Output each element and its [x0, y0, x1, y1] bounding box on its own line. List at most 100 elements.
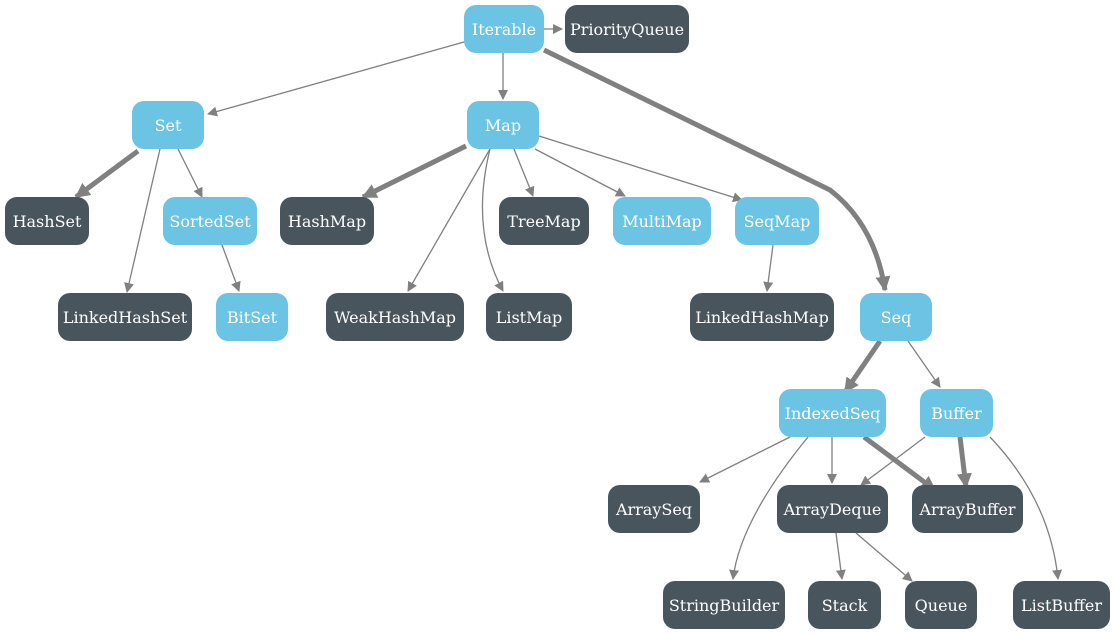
node-box-stack: [808, 581, 881, 629]
edges-layer: [74, 24, 1063, 582]
node-box-priorityqueue: [565, 5, 689, 53]
node-arraybuffer: ArrayBuffer: [912, 485, 1023, 533]
node-box-sortedset: [163, 197, 257, 245]
node-linkedhashmap: LinkedHashMap: [690, 293, 834, 341]
node-label-hashset: HashSet: [13, 212, 82, 231]
edge-iterable-to-seq: [542, 47, 891, 292]
node-hashset: HashSet: [5, 197, 89, 245]
edge-map-to-hashmap: [361, 143, 468, 200]
node-priorityqueue: PriorityQueue: [565, 5, 689, 53]
edge-arraydeque-to-queue: [855, 532, 913, 582]
edge-indexedseq-to-arrayseq: [699, 436, 791, 483]
node-label-weakhashmap: WeakHashMap: [334, 308, 456, 327]
node-seqmap: SeqMap: [735, 197, 819, 245]
node-arrayseq: ArraySeq: [608, 485, 700, 533]
node-box-arrayseq: [608, 485, 700, 533]
node-label-iterable: Iterable: [472, 20, 536, 39]
edge-indexedseq-to-arraybuffer: [862, 434, 937, 493]
edge-map-to-seqmap: [538, 135, 743, 203]
node-treemap: TreeMap: [499, 197, 589, 245]
node-box-listbuffer: [1013, 581, 1110, 629]
node-label-arraydeque: ArrayDeque: [783, 500, 882, 519]
node-stringbuilder: StringBuilder: [663, 581, 785, 629]
node-box-iterable: [464, 5, 544, 53]
edge-indexedseq-to-stringbuilder: [729, 436, 809, 580]
node-label-listmap: ListMap: [496, 308, 563, 327]
edge-seqmap-to-linkedhashmap: [763, 244, 774, 292]
node-box-seq: [860, 293, 932, 341]
edge-sortedset-to-bitset: [221, 244, 241, 292]
edge-set-to-sortedset: [177, 148, 203, 198]
node-box-treemap: [499, 197, 589, 245]
edge-iterable-to-set: [207, 41, 465, 117]
node-label-stringbuilder: StringBuilder: [669, 596, 780, 615]
node-box-stringbuilder: [663, 581, 785, 629]
node-box-set: [132, 101, 204, 149]
edge-buffer-to-listbuffer: [989, 436, 1063, 580]
node-label-listbuffer: ListBuffer: [1021, 596, 1102, 615]
node-multimap: MultiMap: [613, 197, 711, 245]
node-label-arrayseq: ArraySeq: [615, 500, 692, 519]
node-set: Set: [132, 101, 204, 149]
edge-buffer-to-arraybuffer: [956, 436, 972, 489]
node-label-map: Map: [485, 116, 521, 135]
edge-map-to-weakhashmap: [407, 148, 491, 292]
node-box-hashset: [5, 197, 89, 245]
node-label-indexedseq: IndexedSeq: [785, 404, 881, 423]
node-label-multimap: MultiMap: [622, 212, 702, 231]
edge-set-to-linkedhashset: [124, 148, 161, 293]
node-map: Map: [467, 101, 539, 149]
node-label-seqmap: SeqMap: [744, 212, 811, 231]
node-box-weakhashmap: [326, 293, 464, 341]
node-box-multimap: [613, 197, 711, 245]
node-stack: Stack: [808, 581, 881, 629]
node-hashmap: HashMap: [280, 197, 374, 245]
node-label-linkedhashmap: LinkedHashMap: [695, 308, 829, 327]
node-box-bitset: [216, 293, 288, 341]
edge-buffer-to-arraydeque: [860, 436, 926, 486]
edge-arraydeque-to-stack: [835, 532, 846, 580]
node-box-seqmap: [735, 197, 819, 245]
node-seq: Seq: [860, 293, 932, 341]
node-label-treemap: TreeMap: [507, 212, 580, 231]
edge-set-to-hashset: [74, 148, 140, 200]
node-label-set: Set: [155, 116, 182, 135]
node-box-listmap: [486, 293, 572, 341]
node-listbuffer: ListBuffer: [1013, 581, 1110, 629]
node-sortedset: SortedSet: [163, 197, 257, 245]
node-label-stack: Stack: [822, 596, 868, 615]
edge-seq-to-buffer: [907, 340, 941, 388]
node-weakhashmap: WeakHashMap: [326, 293, 464, 341]
node-indexedseq: IndexedSeq: [779, 389, 886, 437]
node-iterable: Iterable: [464, 5, 544, 53]
node-arraydeque: ArrayDeque: [777, 485, 888, 533]
node-box-arraydeque: [777, 485, 888, 533]
node-box-buffer: [920, 389, 993, 437]
edge-seq-to-indexedseq: [842, 339, 883, 394]
node-box-linkedhashmap: [690, 293, 834, 341]
node-label-priorityqueue: PriorityQueue: [570, 20, 684, 39]
node-linkedhashset: LinkedHashSet: [58, 293, 192, 341]
node-label-seq: Seq: [881, 308, 912, 327]
node-buffer: Buffer: [920, 389, 993, 437]
node-label-bitset: BitSet: [227, 308, 278, 327]
node-label-linkedhashset: LinkedHashSet: [63, 308, 188, 327]
edge-map-to-listmap: [481, 148, 504, 292]
node-box-hashmap: [280, 197, 374, 245]
node-label-hashmap: HashMap: [288, 212, 366, 231]
edge-map-to-treemap: [513, 148, 535, 197]
node-box-map: [467, 101, 539, 149]
node-box-arraybuffer: [912, 485, 1023, 533]
node-listmap: ListMap: [486, 293, 572, 341]
node-label-arraybuffer: ArrayBuffer: [919, 500, 1016, 519]
edge-map-to-multimap: [534, 148, 626, 197]
node-queue: Queue: [905, 581, 977, 629]
node-box-queue: [905, 581, 977, 629]
node-label-sortedset: SortedSet: [169, 212, 251, 231]
node-label-buffer: Buffer: [931, 404, 982, 423]
node-bitset: BitSet: [216, 293, 288, 341]
node-box-linkedhashset: [58, 293, 192, 341]
node-box-indexedseq: [779, 389, 886, 437]
